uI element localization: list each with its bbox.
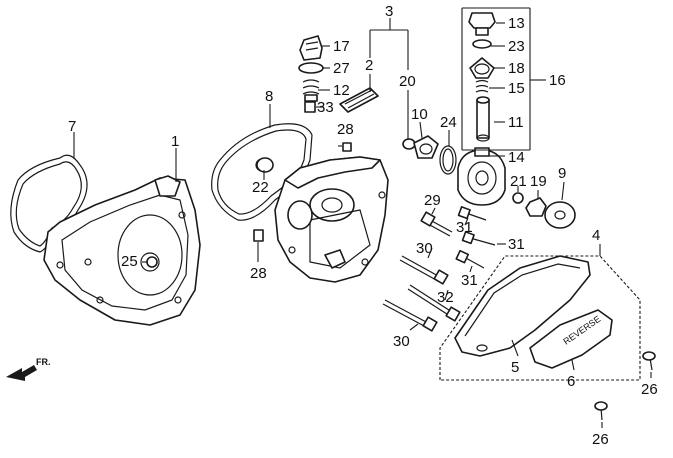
- callout-20: 20: [399, 73, 416, 90]
- front-direction-arrow: FR.: [6, 357, 51, 381]
- spring-12: [302, 79, 320, 102]
- callout-13: 13: [508, 15, 525, 32]
- callout-16: 16: [549, 72, 566, 89]
- callout-22: 22: [252, 179, 269, 196]
- callout-31-upper: 31: [456, 219, 473, 236]
- callout-26-right: 26: [641, 381, 658, 398]
- callout-3: 3: [385, 3, 393, 20]
- spring-15: [475, 79, 489, 93]
- callout-1: 1: [171, 133, 179, 150]
- pin-33: [304, 101, 316, 113]
- callout-15: 15: [508, 80, 525, 97]
- assembly-outline-4: [439, 255, 641, 381]
- bolt-31-middle: [461, 231, 496, 246]
- bolt-31-lower: [455, 249, 485, 269]
- oil-filter-housing-14: [457, 147, 506, 206]
- callout-30-upper: 30: [416, 240, 433, 257]
- callout-8: 8: [265, 88, 273, 105]
- callout-6: 6: [567, 373, 575, 390]
- callout-10: 10: [411, 106, 428, 123]
- bolt-13: [468, 12, 496, 36]
- bolt-26-right: [642, 351, 656, 371]
- group-bracket-16: [461, 7, 531, 151]
- bolt-32: [407, 284, 461, 322]
- callout-4: 4: [592, 227, 600, 244]
- pin-28-upper: [342, 142, 352, 152]
- right-crankcase-cover: [274, 156, 389, 283]
- bolt-26-bottom: [594, 401, 608, 421]
- bolt-29: [420, 211, 453, 237]
- group-bracket-3: [369, 18, 409, 140]
- washer-23: [472, 39, 492, 49]
- outer-cover-5: [454, 255, 591, 357]
- callout-14: 14: [508, 149, 525, 166]
- bolt-30-lower: [382, 299, 438, 332]
- callout-33: 33: [317, 99, 334, 116]
- collar-20: [402, 138, 416, 150]
- callout-32: 32: [437, 289, 454, 306]
- plate-2: [339, 87, 379, 113]
- nut-19: [525, 197, 547, 217]
- callout-25: 25: [121, 253, 138, 270]
- callout-28-upper: 28: [337, 121, 354, 138]
- callout-18: 18: [508, 60, 525, 77]
- callout-5: 5: [511, 359, 519, 376]
- callout-7: 7: [68, 118, 76, 135]
- callout-9: 9: [558, 165, 566, 182]
- washer-25: [146, 256, 158, 268]
- pin-28-lower: [253, 229, 264, 242]
- callout-12: 12: [333, 82, 350, 99]
- crankcase-cover-1: [43, 175, 201, 326]
- callout-17: 17: [333, 38, 350, 55]
- front-marker-label: FR.: [36, 357, 51, 367]
- cap-18: [469, 57, 495, 79]
- washer-21: [512, 192, 524, 204]
- callout-23: 23: [508, 38, 525, 55]
- callout-31-lower: 31: [461, 272, 478, 289]
- callout-labels: 7 1 8 17 27 12 33 28 22 28 25 3 2 20 10 …: [68, 3, 658, 448]
- callout-28-lower: 28: [250, 265, 267, 282]
- o-ring-24: [439, 145, 457, 175]
- callout-31-middle: 31: [508, 236, 525, 253]
- spacer-10: [413, 135, 439, 159]
- washer-9: [544, 201, 576, 229]
- plug-22: [256, 157, 274, 173]
- callout-27: 27: [333, 60, 350, 77]
- callout-30-lower: 30: [393, 333, 410, 350]
- callout-24: 24: [440, 114, 457, 131]
- callout-19: 19: [530, 173, 547, 190]
- washer-27: [298, 62, 324, 74]
- leader-lines: [73, 22, 652, 428]
- callout-11: 11: [508, 114, 524, 131]
- callout-26-bottom: 26: [592, 431, 609, 448]
- bolt-31-upper: [457, 206, 487, 221]
- oil-filler-cap-17: [299, 35, 323, 61]
- callout-29: 29: [424, 192, 441, 209]
- callout-21: 21: [510, 173, 527, 190]
- shaft-11: [476, 96, 490, 142]
- bolt-30-upper: [399, 255, 449, 285]
- callout-2: 2: [365, 57, 373, 74]
